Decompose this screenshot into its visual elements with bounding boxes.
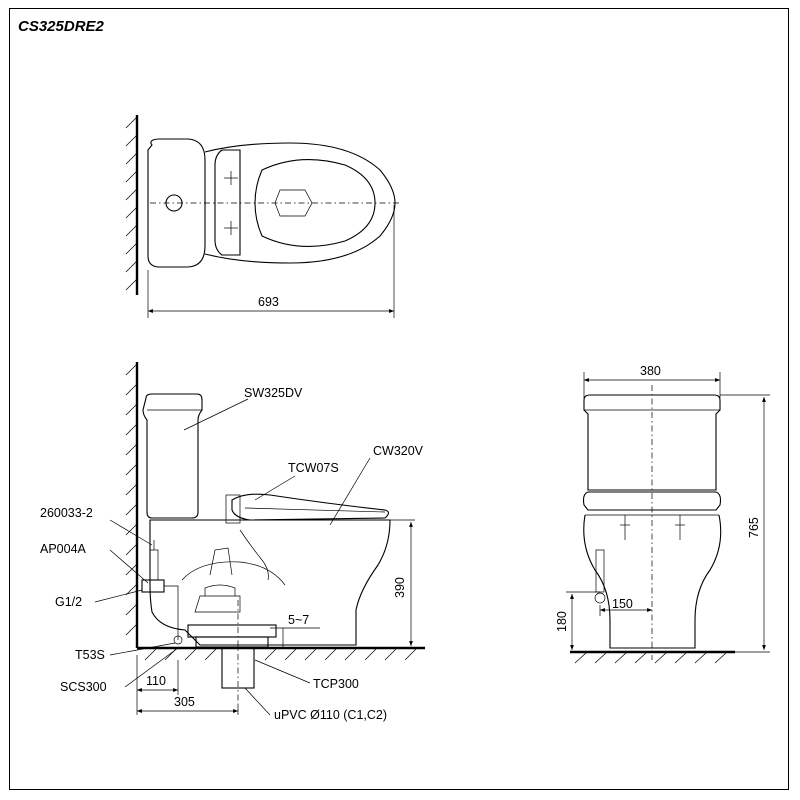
dim-inlet-side: 150 (612, 597, 633, 611)
front-view: 380 765 180 150 (555, 364, 770, 664)
dim-height: 765 (747, 517, 761, 538)
front-water-valve (595, 549, 605, 593)
dim-inlet-offset: 110 (146, 674, 166, 688)
dim-length: 693 (258, 295, 279, 309)
drain-pipe (221, 647, 255, 689)
dim-seat-height: 390 (393, 577, 407, 598)
front-floor-hatch (574, 652, 727, 664)
label-tank: SW325DV (244, 386, 303, 400)
label-part-ap004a: AP004A (40, 542, 87, 556)
seat-hinge-area (214, 149, 241, 256)
dim-rough-in: 305 (174, 695, 195, 709)
seat-hinge (225, 494, 241, 524)
water-valve (141, 579, 165, 593)
seat-side-outline (231, 493, 390, 521)
drawing-frame (9, 8, 789, 790)
top-view: 693 (125, 115, 402, 318)
top-wall-hatch (125, 116, 138, 291)
label-flange: TCP300 (313, 677, 359, 691)
dim-width: 380 (640, 364, 661, 378)
label-pipe: uPVC Ø110 (C1,C2) (274, 708, 387, 722)
tank-side-outline (142, 393, 203, 519)
bowl-side-outline (149, 519, 391, 646)
tank-front-outline (583, 394, 721, 491)
dim-gap: 5~7 (288, 613, 309, 627)
label-part-t53s: T53S (75, 648, 105, 662)
side-wall-hatch (125, 363, 138, 636)
label-part-scs300: SCS300 (60, 680, 107, 694)
label-seat: TCW07S (288, 461, 339, 475)
floor-flange (187, 624, 277, 638)
label-thread: G1/2 (55, 595, 82, 609)
tank-top-outline (147, 138, 206, 268)
label-bowl: CW320V (373, 444, 424, 458)
dim-inlet-height: 180 (555, 611, 569, 632)
label-part-260033: 260033-2 (40, 506, 93, 520)
side-floor-hatch (144, 648, 417, 661)
seat-front-outline (582, 491, 722, 511)
side-view: 390 5~7 110 305 SW325DV TCW07S CW320V 26… (40, 362, 425, 722)
bowl-front-outline (583, 514, 722, 649)
model-title: CS325DRE2 (18, 18, 104, 35)
